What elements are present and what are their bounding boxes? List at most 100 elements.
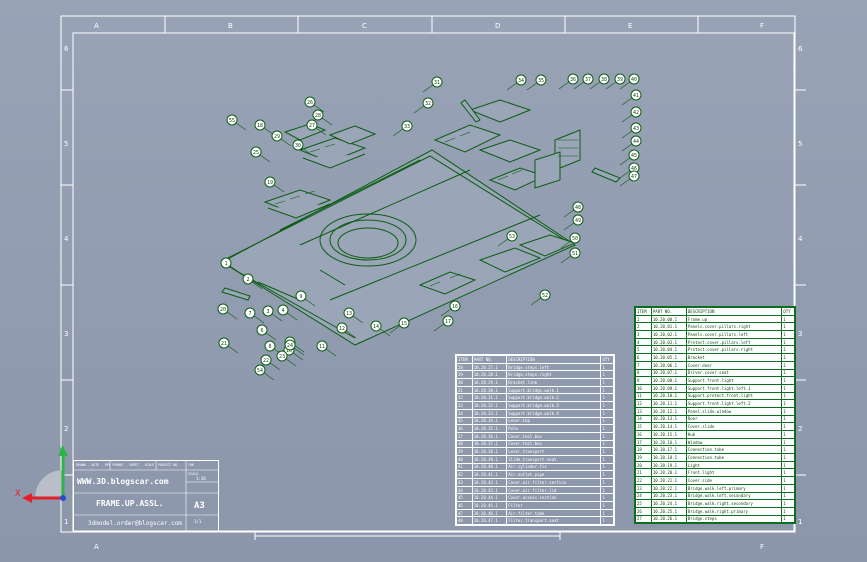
- item-balloon: 8: [264, 340, 276, 352]
- bom-right-cell: 10.20.06.1: [650, 360, 687, 370]
- tb-company-url: WWW.3D.blogscar.com: [77, 477, 169, 486]
- zone-left-4: 4: [64, 235, 69, 243]
- bom-left-cell: 28: [456, 362, 473, 372]
- balloon-circle: [254, 119, 266, 131]
- bom-right-cell: Protect.cover.pillars.right: [685, 345, 783, 355]
- balloon-number: 51: [572, 251, 578, 257]
- balloon-number: 15: [401, 321, 407, 327]
- bom-left-cell: 47: [456, 508, 473, 518]
- balloon-number: 16: [452, 304, 458, 310]
- item-balloon: 19: [264, 176, 276, 188]
- balloon-number: 17: [445, 319, 451, 325]
- item-balloon: 20: [217, 303, 229, 315]
- bom-right-cell: 22: [635, 476, 652, 485]
- balloon-number: 2: [246, 277, 249, 283]
- bom-right-cell: Frame.up: [685, 314, 783, 324]
- bom-left-cell: 10.20.41.1: [471, 470, 508, 479]
- item-balloon: 12: [336, 322, 348, 334]
- bom-left-cell: 10.20.38.1: [471, 447, 508, 456]
- balloon-number: 49: [575, 218, 581, 224]
- balloon-circle: [628, 149, 640, 161]
- bom-right-cell: 10.20.04.1: [650, 345, 687, 355]
- bom-right-cell: 10.20.16.1: [650, 437, 687, 447]
- bom-left-cell: 1: [600, 424, 614, 433]
- balloon-number: 42: [633, 110, 639, 116]
- bom-right-cell: 10: [635, 383, 652, 393]
- balloon-circle: [567, 73, 579, 85]
- bom-right-cell: 13: [635, 406, 652, 416]
- bom-right-cell: Support.front.light: [685, 376, 783, 385]
- bom-left-cell: Bracket.link: [506, 378, 602, 387]
- bom-left-cell: 10.20.37.1: [471, 439, 508, 449]
- item-balloon: 42: [630, 106, 642, 118]
- balloon-number: 27: [309, 123, 315, 129]
- bom-left-cell: 43: [456, 478, 473, 487]
- tb-header-format: FORMAT - SHEET - SCALE: [112, 463, 155, 467]
- zone-right-3: 3: [798, 330, 803, 338]
- balloon-number: 13: [346, 311, 352, 317]
- bom-left-cell: 10.20.45.1: [471, 501, 508, 510]
- bom-left-cell: 1: [600, 454, 614, 464]
- zone-right-2: 2: [798, 425, 803, 433]
- bom-right-cell: 1: [781, 437, 795, 447]
- balloon-circle: [260, 354, 272, 366]
- balloon-number: 6: [260, 328, 263, 334]
- balloon-circle: [218, 337, 230, 349]
- bom-left-cell: Lever.top: [506, 416, 602, 426]
- balloon-circle: [217, 303, 229, 315]
- bom-left-cell: 1: [600, 478, 614, 487]
- bom-left-cell: 10.20.31.1: [471, 393, 508, 403]
- tb-sheet: 1/1: [194, 519, 202, 524]
- balloon-number: 24: [287, 343, 293, 349]
- bom-right-cell: 1: [781, 337, 795, 347]
- bom-right-cell: 10.20.07.1: [650, 368, 687, 378]
- bom-right-cell: 10.20.25.1: [650, 506, 687, 516]
- view-triad: Y X: [15, 445, 68, 503]
- zone-left-6: 6: [64, 45, 69, 53]
- bom-right-cell: 9: [635, 376, 652, 385]
- bom-right-cell: Support.protect.front.light: [685, 391, 783, 401]
- balloon-circle: [630, 106, 642, 118]
- item-balloon: 29: [271, 130, 283, 142]
- item-balloon: 21: [218, 337, 230, 349]
- bom-right-cell: 1: [635, 314, 652, 324]
- bom-right-cell: 19: [635, 453, 652, 462]
- bom-right-cell: 10.20.03.1: [650, 337, 687, 347]
- bom-left-cell: 39: [456, 447, 473, 456]
- balloon-number: 40: [631, 77, 637, 83]
- bom-left-cell: ITEM: [456, 355, 473, 364]
- bom-right-cell: 10.20.14.1: [650, 422, 687, 431]
- zone-right-6: 6: [798, 45, 803, 53]
- bom-left-cell: 1: [600, 408, 614, 418]
- bom-right-cell: 1: [781, 460, 795, 470]
- bom-left-cell: Air.cylinder.fix: [506, 462, 602, 472]
- bom-left-cell: 36: [456, 424, 473, 433]
- bom-left-cell: 46: [456, 501, 473, 510]
- balloon-circle: [442, 315, 454, 327]
- balloon-circle: [628, 73, 640, 85]
- bom-right-cell: 10.20.18.1: [650, 453, 687, 462]
- bom-left-cell: Support.bridge.walk.3: [506, 401, 602, 410]
- balloon-number: 28: [315, 113, 321, 119]
- balloon-number: 53: [509, 234, 515, 240]
- bom-left-cell: 10.20.35.1: [471, 424, 508, 433]
- bom-right-cell: Connection.tube: [685, 453, 783, 462]
- bom-left-cell: 1: [600, 508, 614, 518]
- bom-right-cell: 15: [635, 422, 652, 431]
- bom-left-cell: 1: [600, 362, 614, 372]
- balloon-circle: [220, 257, 232, 269]
- bom-left-cell: 10.20.43.1: [471, 485, 508, 495]
- bom-left-cell: 10.20.33.1: [471, 408, 508, 418]
- bom-right-cell: 1: [781, 430, 795, 439]
- balloon-circle: [572, 214, 584, 226]
- balloon-number: 26: [307, 100, 313, 106]
